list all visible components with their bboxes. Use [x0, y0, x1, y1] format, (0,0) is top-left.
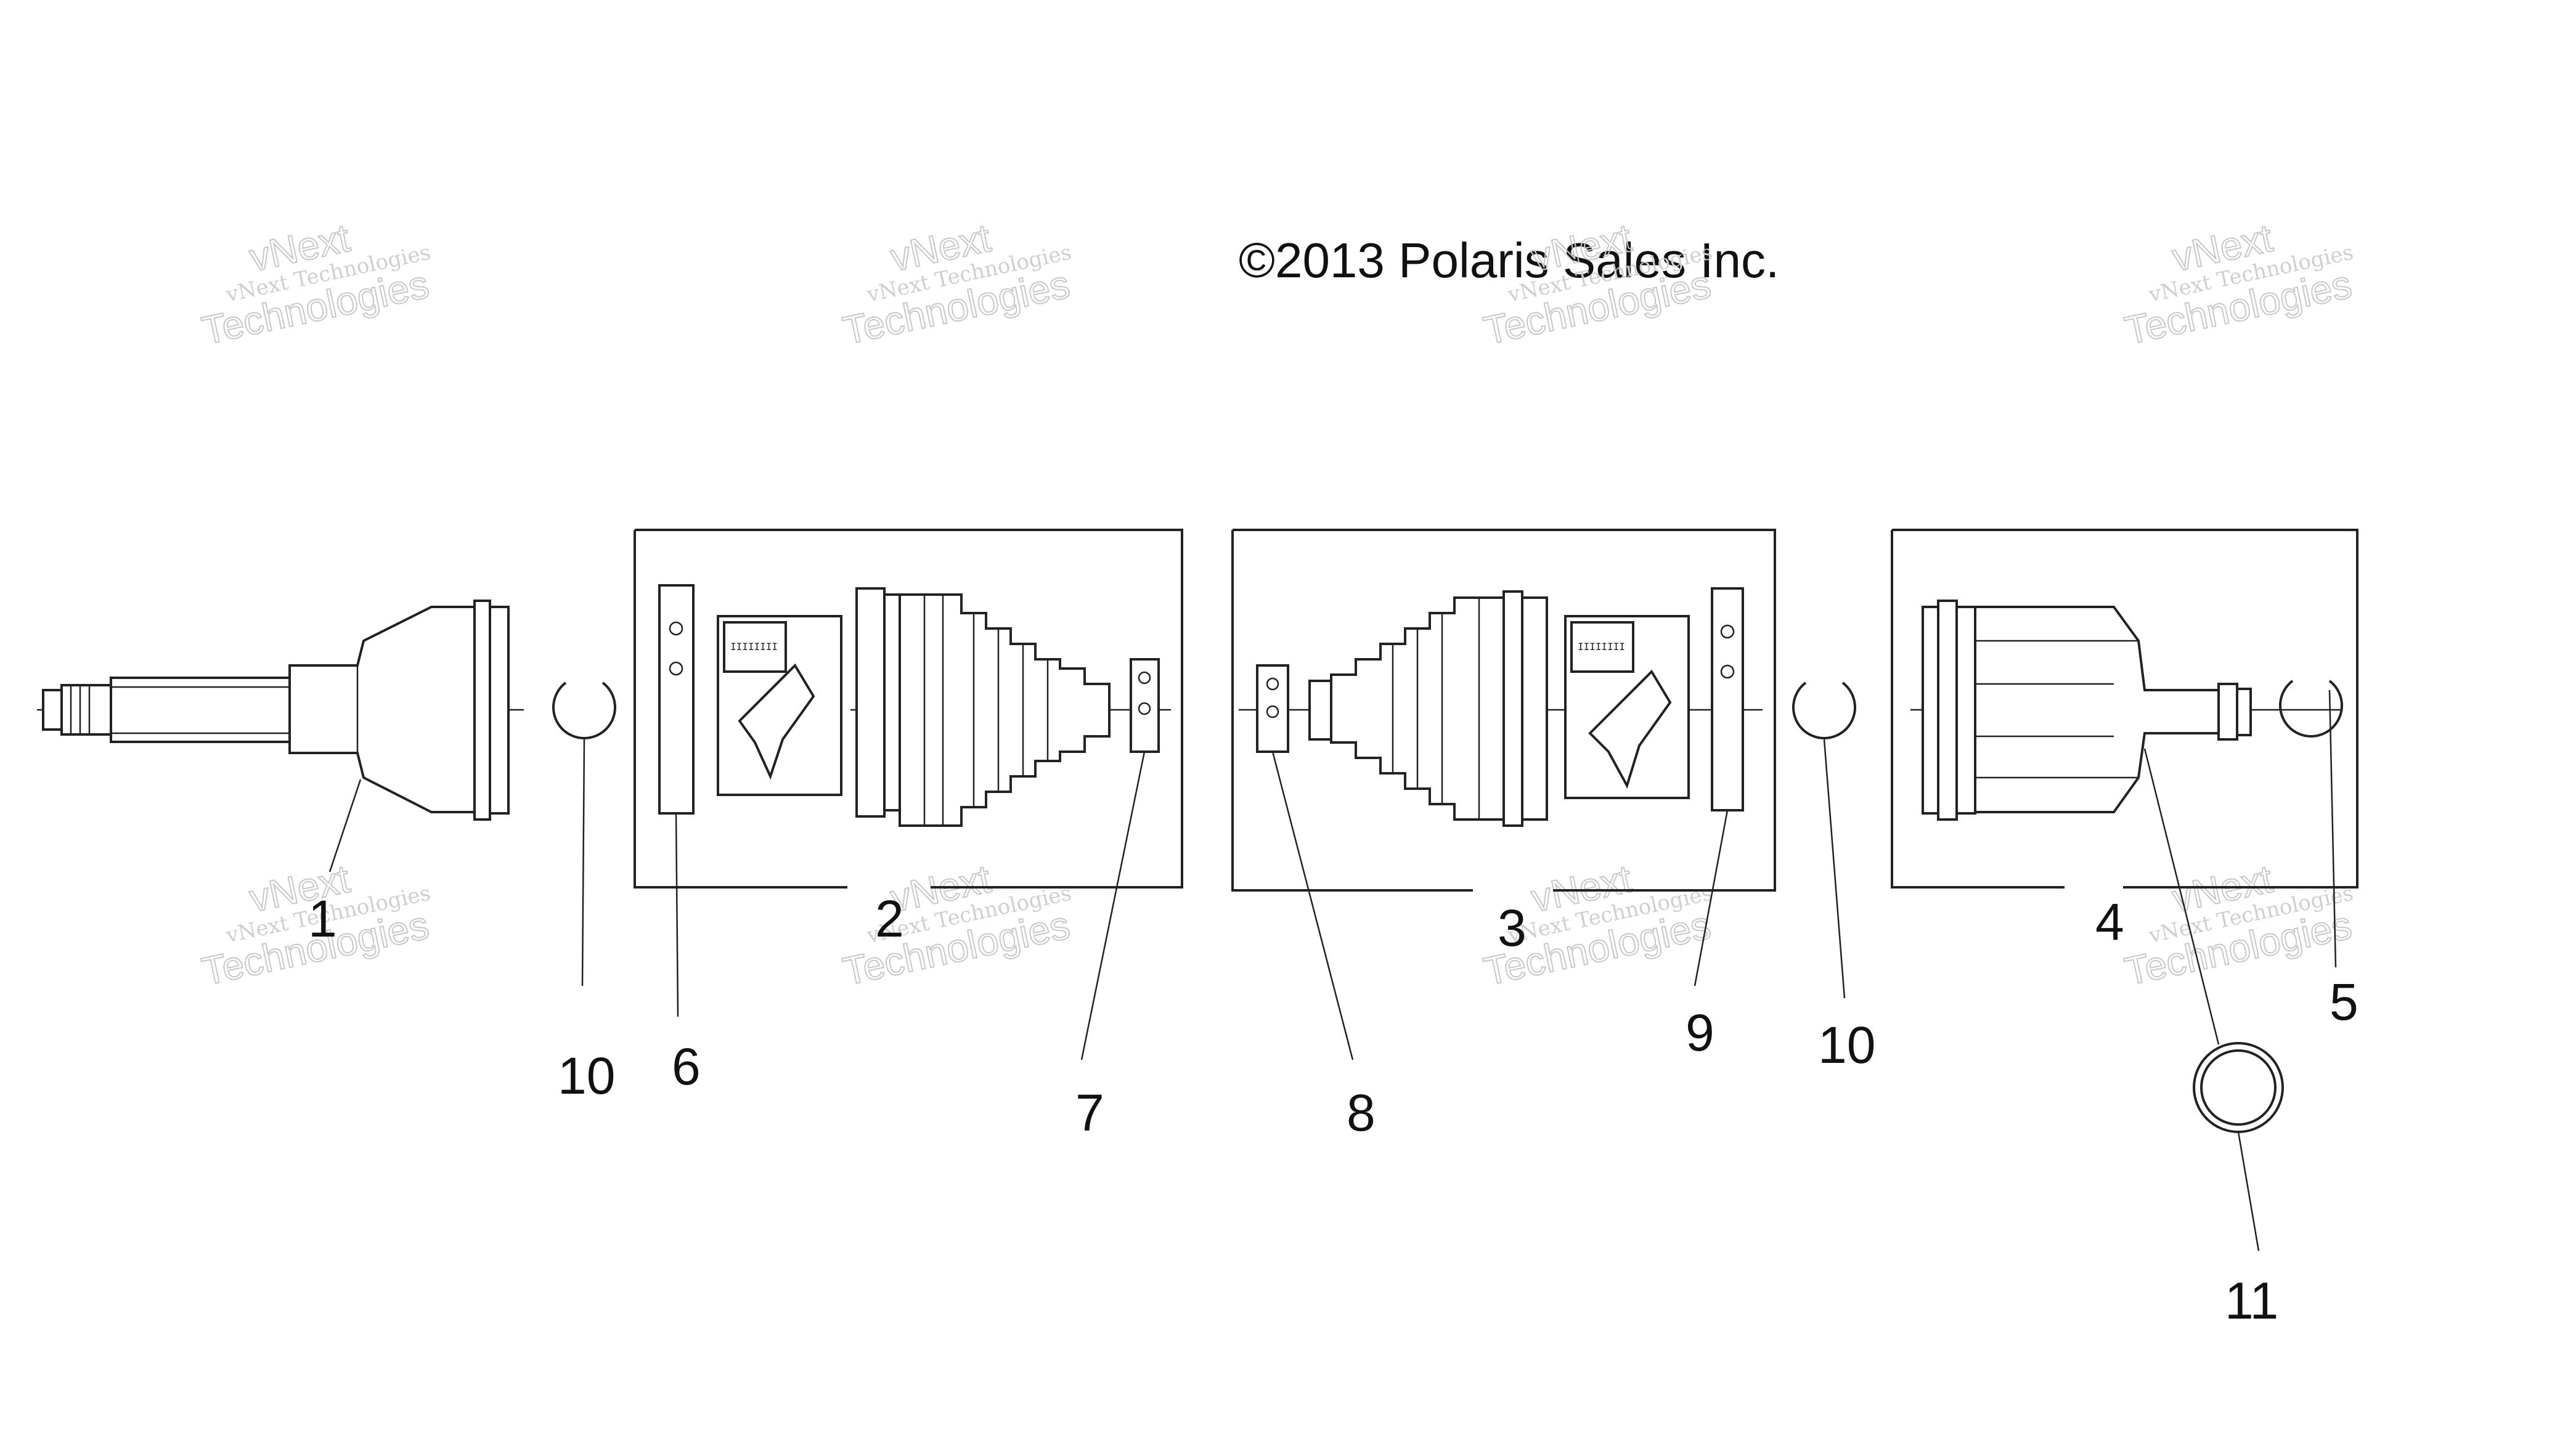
callout-10-right: 10: [1818, 1016, 1875, 1074]
callout-8: 8: [1347, 1084, 1376, 1142]
svg-text:IIIIIIII: IIIIIIII: [1578, 641, 1625, 653]
callout-3: 3: [1498, 899, 1527, 957]
callout-4: 4: [2095, 893, 2124, 951]
callout-9: 9: [1686, 1004, 1714, 1062]
callout-numbers: 1 2 3 4 5 6 7 8 9 10 10 11: [308, 890, 2358, 1330]
leader-lines: [328, 689, 2337, 1251]
callout-7: 7: [1075, 1084, 1104, 1142]
callout-11: 11: [2225, 1272, 2278, 1330]
part-2-boot-kit: IIIIIIII: [634, 529, 1183, 889]
watermarks: vNext vNext Technologies Technologies vN…: [198, 215, 2356, 994]
copyright-text: ©2013 Polaris Sales Inc.: [1239, 233, 1779, 288]
callout-6: 6: [672, 1038, 701, 1096]
svg-text:IIIIIIII: IIIIIIII: [730, 641, 778, 653]
o-ring-part-11: [2193, 1042, 2284, 1133]
callout-1: 1: [308, 890, 337, 948]
callout-10-left: 10: [558, 1047, 615, 1105]
part-4-inboard-joint: [1891, 529, 2358, 889]
part-1-outboard-cv-joint: [37, 600, 524, 821]
retaining-ring-middle: [1792, 681, 1856, 739]
callout-2: 2: [875, 890, 904, 948]
o-ring-part-11-inner: [2200, 1049, 2277, 1126]
retaining-ring-left: [552, 681, 616, 739]
callout-5: 5: [2330, 973, 2358, 1031]
part-3-boot-kit: IIIIIIII: [1231, 529, 1776, 892]
retaining-ring-right: [2279, 680, 2343, 738]
